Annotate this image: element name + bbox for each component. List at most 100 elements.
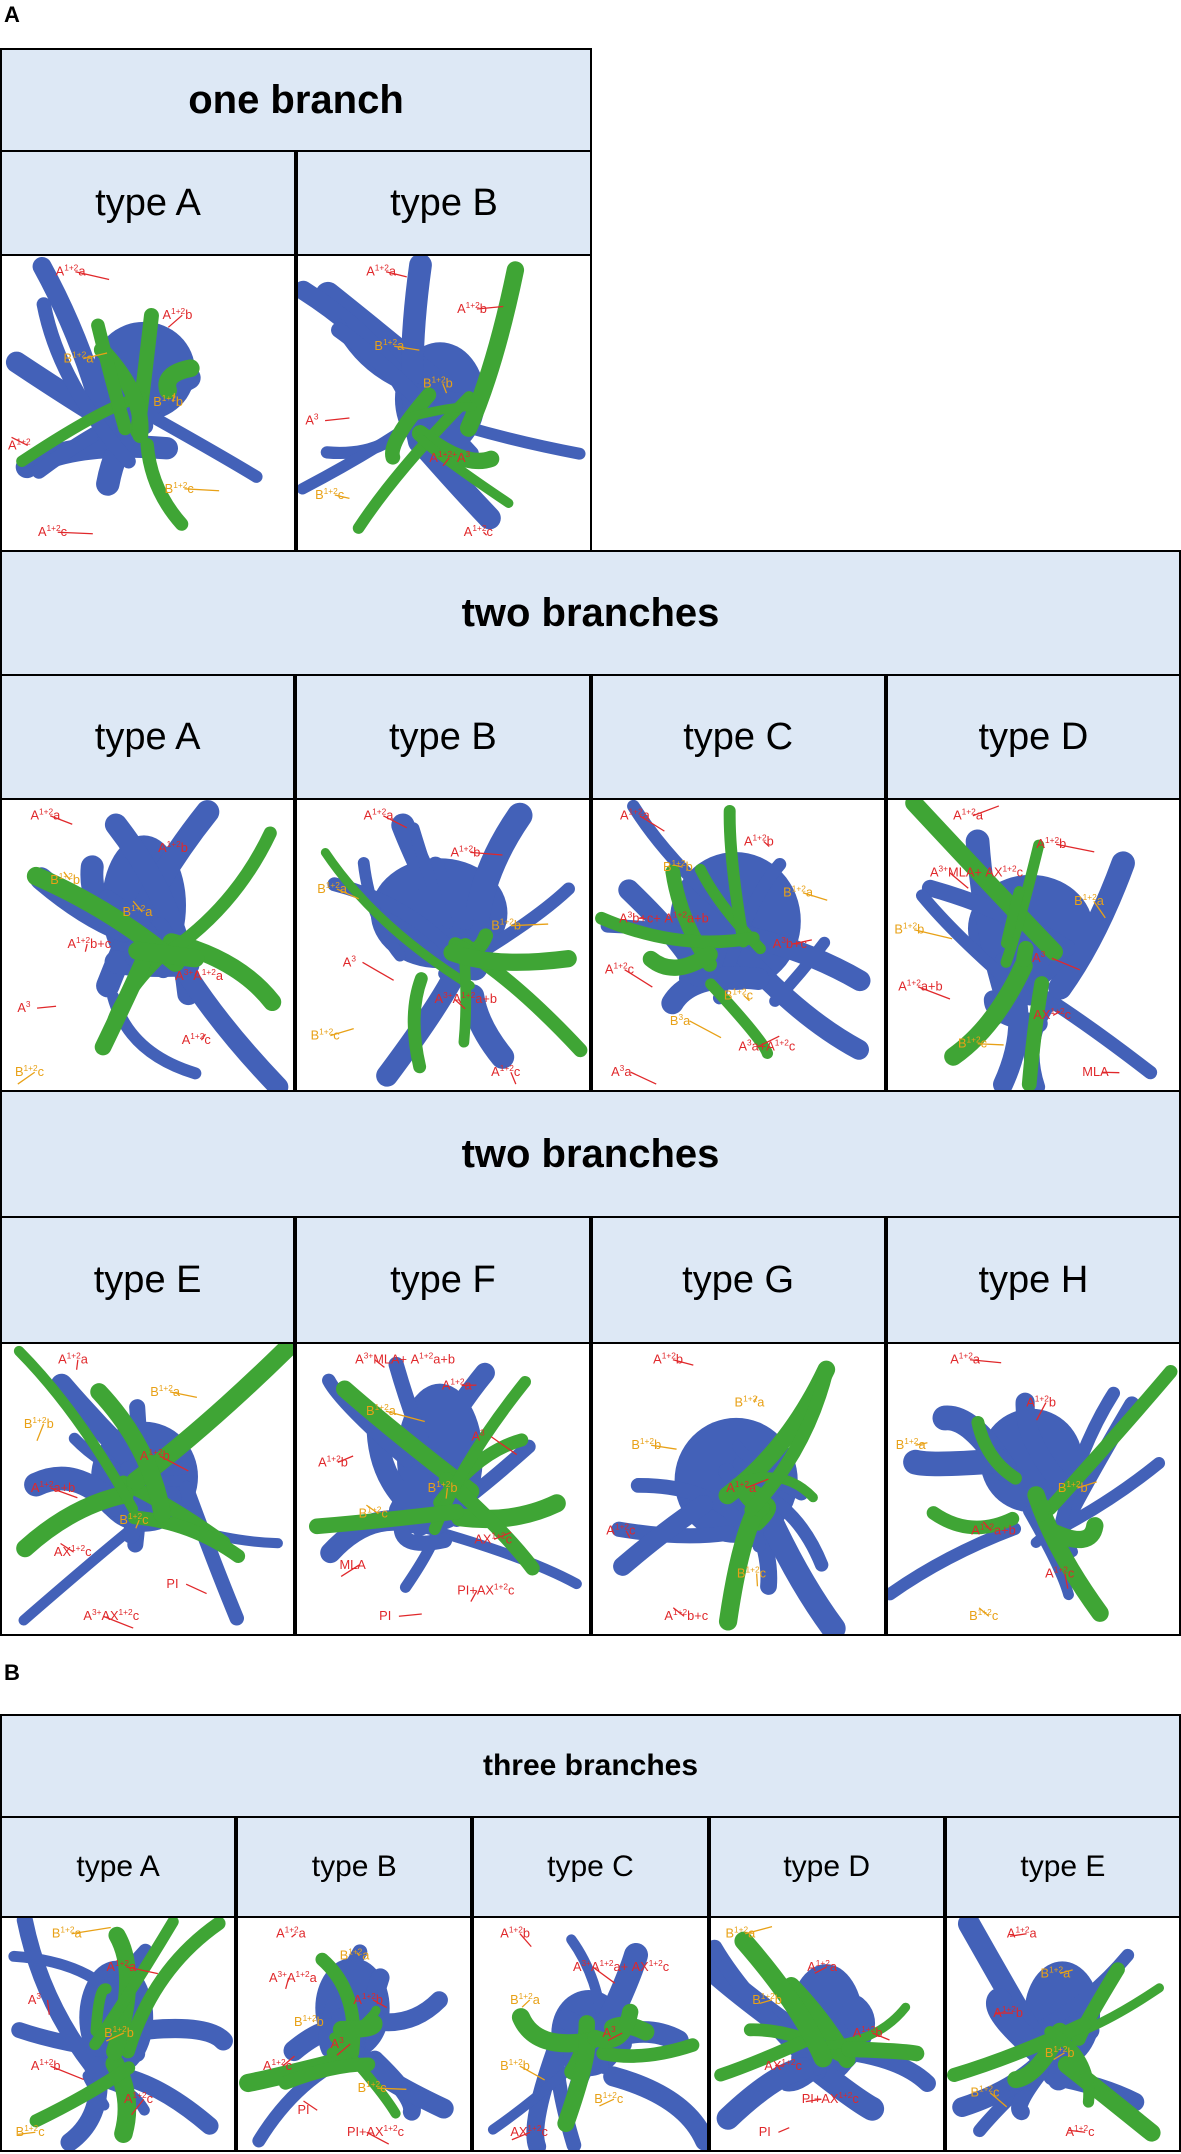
type-header: type D — [708, 1816, 945, 1918]
annotation-arrow — [385, 1410, 426, 1423]
annotation-label: A1+2a+b — [898, 978, 942, 994]
bronchus-branch — [128, 941, 205, 968]
annotation-arrow — [362, 961, 395, 981]
bronchus-branch — [94, 954, 152, 1056]
bronchus-branch — [451, 1494, 567, 1529]
annotation-arrow — [871, 2032, 890, 2041]
annotation-arrow — [377, 2087, 407, 2090]
annotation-label: A1+2b — [31, 2057, 61, 2073]
annotation-arrow — [623, 969, 653, 988]
bronchus-branch — [1044, 2026, 1095, 2108]
annotation-label: A1+2b — [163, 306, 193, 322]
annotation-arrow — [334, 494, 350, 499]
annotation-arrow — [442, 457, 450, 467]
annotation-label: A1+2b — [993, 2004, 1023, 2020]
bronchus-branch — [158, 359, 200, 400]
annotation-arrow — [805, 2098, 822, 2103]
bronchus-branch — [321, 848, 476, 991]
annotation-arrow — [17, 1071, 36, 1085]
artery-branch — [393, 1515, 453, 1551]
bronchus-branch — [309, 1503, 465, 1535]
bronchus-branch — [140, 438, 189, 531]
artery-branch — [318, 1944, 368, 2058]
annotation-arrow — [519, 1933, 533, 1948]
annotation-label: A1+2b — [1036, 835, 1066, 851]
bronchus-branch — [13, 1345, 139, 1514]
annotation-arrow — [399, 1613, 423, 1617]
annotation-label: B1+2a — [317, 880, 348, 896]
annotation-label: A1+2a — [619, 807, 650, 823]
annotation-label: A3a+A1+2c — [738, 1038, 795, 1054]
annotation-label: A1+2b — [852, 2024, 882, 2040]
annotation-arrow — [913, 929, 952, 940]
annotation-arrow — [285, 1977, 290, 1990]
annotation-label: B1+2a — [783, 884, 814, 900]
type-header: type D — [885, 674, 1181, 800]
annotation-label: MLA — [1082, 1064, 1109, 1079]
annotation-label: A3+MLA+ AX1+2c — [930, 864, 1024, 880]
bronchus-branch — [89, 1918, 179, 2051]
annotation-label: B1+2a — [1074, 892, 1105, 908]
annotation-label: A1+2a — [950, 1351, 981, 1367]
annotation-label: A1+2a+b — [31, 1479, 75, 1495]
annotation-label: B1+2b — [24, 1415, 54, 1431]
annotation-label: A1+2a — [364, 807, 395, 823]
annotation-arrow — [755, 1573, 758, 1587]
bronchus-branch — [718, 1501, 765, 1631]
annotation-arrow — [510, 1071, 517, 1085]
group-header-two-branches: two branches — [0, 1090, 1181, 1218]
annotation-label: A1+2c — [491, 1063, 521, 1079]
annotation-arrow — [167, 314, 183, 328]
annotation-arrow — [385, 271, 407, 278]
annotation-arrow — [356, 1952, 361, 1957]
annotation-label: B1+2c — [358, 2079, 388, 2095]
annotation-arrow — [83, 352, 108, 360]
type-header: type C — [590, 674, 886, 800]
annotation-arrow — [159, 1455, 189, 1472]
annotation-label: PI+AX1+2c — [457, 1582, 515, 1598]
type-header: type B — [236, 1816, 473, 1918]
artery-branch — [407, 822, 455, 929]
bronchus-branch — [333, 2014, 383, 2038]
annotation-arrow — [491, 1436, 518, 1456]
annotation-label: A1+2c — [1065, 2123, 1095, 2139]
annotation-arrow — [762, 840, 770, 847]
annotation-label: A3+A1+2a — [175, 967, 224, 983]
annotation-label: PI+AX1+2c — [801, 2090, 859, 2106]
annotation-label: PI — [298, 2102, 310, 2117]
bronchus-branch — [126, 1344, 294, 1491]
annotation-arrow — [312, 2020, 315, 2023]
annotation-label: B1+2c — [595, 2090, 625, 2106]
annotation-label: A1+2a — [58, 1351, 89, 1367]
annotation-arrow — [125, 1966, 159, 1975]
annotation-arrow — [511, 923, 549, 927]
annotation-label: A3+A1+2a+ AX1+2c — [573, 1958, 670, 1974]
annotation-arrow — [184, 488, 220, 492]
annotation-arrow — [200, 1033, 206, 1041]
annotation-arrow — [372, 1999, 388, 2009]
annotation-arrow — [650, 1444, 677, 1450]
annotation-label: A3 — [17, 999, 31, 1015]
annotation-arrow — [36, 1423, 45, 1441]
annotation-arrow — [672, 864, 683, 868]
artery-branch — [1048, 851, 1135, 1000]
group-header-two-branches: two branches — [0, 550, 1181, 676]
bronchus-branch — [352, 391, 475, 534]
annotation-label: B1+2c — [315, 486, 345, 502]
bronchus-branch — [946, 2017, 1092, 2083]
annotation-label: B1+2b — [501, 2057, 531, 2073]
annotation-arrow — [522, 1999, 531, 2008]
annotation-label: B1+2a — [64, 350, 95, 366]
type-header: type E — [0, 1216, 296, 1344]
